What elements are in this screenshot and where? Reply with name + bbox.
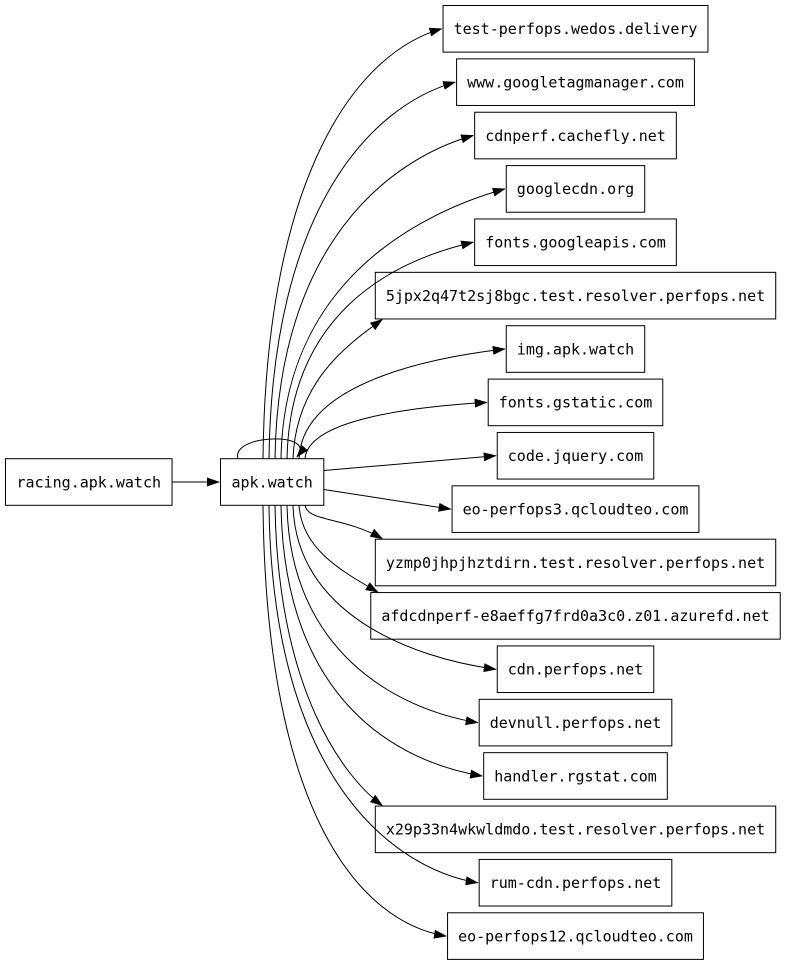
node-box [447,912,704,960]
node-box [442,5,709,53]
node-label: eo-perfops3.qcloudteo.com [463,500,689,518]
graph-node-target-10: yzmp0jhpjhztdirn.test.resolver.perfops.n… [374,538,777,587]
graph-edge [274,505,384,807]
node-label: fonts.googleapis.com [485,234,666,252]
node-label: 5jpx2q47t2sj8bgc.test.resolver.perfops.n… [386,287,765,305]
graph-node-target-15: x29p33n4wkwldmdo.test.resolver.perfops.n… [374,805,777,854]
node-label: racing.apk.watch [17,473,162,491]
graph-node-target-7: fonts.gstatic.com [487,378,664,427]
graph-node-target-5: 5jpx2q47t2sj8bgc.test.resolver.perfops.n… [374,271,777,320]
node-label: test-perfops.wedos.delivery [454,20,698,38]
graph-edge [304,505,384,540]
node-label: apk.watch [232,473,313,491]
graph-edge [268,505,479,886]
node-box [496,645,655,694]
node-box [456,58,695,106]
node-label: code.jquery.com [508,447,643,465]
graph-node-target-1: www.googletagmanager.com [456,58,695,106]
graph-edge [298,345,506,459]
node-box [483,752,668,800]
node-label: handler.rgstat.com [494,767,657,785]
graph-edge [323,489,452,512]
graph-node-target-0: test-perfops.wedos.delivery [442,5,709,53]
node-label: x29p33n4wkwldmdo.test.resolver.perfops.n… [386,821,765,839]
node-box [478,858,673,907]
graph-node-target-9: eo-perfops3.qcloudteo.com [451,485,700,533]
node-label: cdnperf.cachefly.net [485,127,666,145]
graph-node-target-11: afdcdnperf-e8aeffg7frd0a3c0.z01.azurefd.… [370,592,781,640]
node-label: fonts.gstatic.com [499,394,653,412]
graph-node-hub: apk.watch [220,458,325,506]
graph-edge [268,81,457,459]
graph-edge [304,398,488,459]
node-label: img.apk.watch [517,340,634,358]
graph-node-target-4: fonts.googleapis.com [474,218,677,267]
node-box [496,431,655,480]
node-label: googlecdn.org [517,180,634,198]
node-box [374,538,777,587]
node-label: rum-cdn.perfops.net [490,874,662,892]
node-label: cdn.perfops.net [508,661,643,679]
graph-node-target-14: handler.rgstat.com [483,752,668,800]
node-box [474,218,677,267]
graph-node-target-6: img.apk.watch [505,325,646,373]
node-box [451,485,700,533]
node-label: eo-perfops12.qcloudteo.com [458,927,693,945]
node-box [487,378,664,427]
graph-edge [286,240,475,459]
node-box [370,592,781,640]
graph-node-target-3: googlecdn.org [505,165,646,213]
node-box [478,698,673,747]
node-label: www.googletagmanager.com [467,73,684,91]
graph-edge [262,505,448,939]
graph-edge [280,187,506,459]
graph-node-target-17: eo-perfops12.qcloudteo.com [447,912,704,960]
node-box [220,458,325,506]
node-label: afdcdnperf-e8aeffg7frd0a3c0.z01.azurefd.… [381,607,769,625]
node-box [505,165,646,213]
graph-edge [274,134,475,459]
node-box [374,271,777,320]
graph-node-source: racing.apk.watch [5,458,173,506]
graph-edge [298,505,379,593]
graph-edge [286,505,479,726]
graph-edge [262,27,443,459]
graph-node-target-8: code.jquery.com [496,431,655,480]
node-label: devnull.perfops.net [490,714,662,732]
graph-edge [323,452,497,471]
graph-edge [280,505,484,779]
graph-node-target-16: rum-cdn.perfops.net [478,858,673,907]
node-box [474,111,677,160]
graph-node-target-2: cdnperf.cachefly.net [474,111,677,160]
node-box [5,458,173,506]
graph-node-target-13: devnull.perfops.net [478,698,673,747]
graph-edge [292,318,384,459]
graph-edge [292,505,497,673]
node-box [505,325,646,373]
graph-node-target-12: cdn.perfops.net [496,645,655,694]
node-label: yzmp0jhpjhztdirn.test.resolver.perfops.n… [386,554,765,572]
